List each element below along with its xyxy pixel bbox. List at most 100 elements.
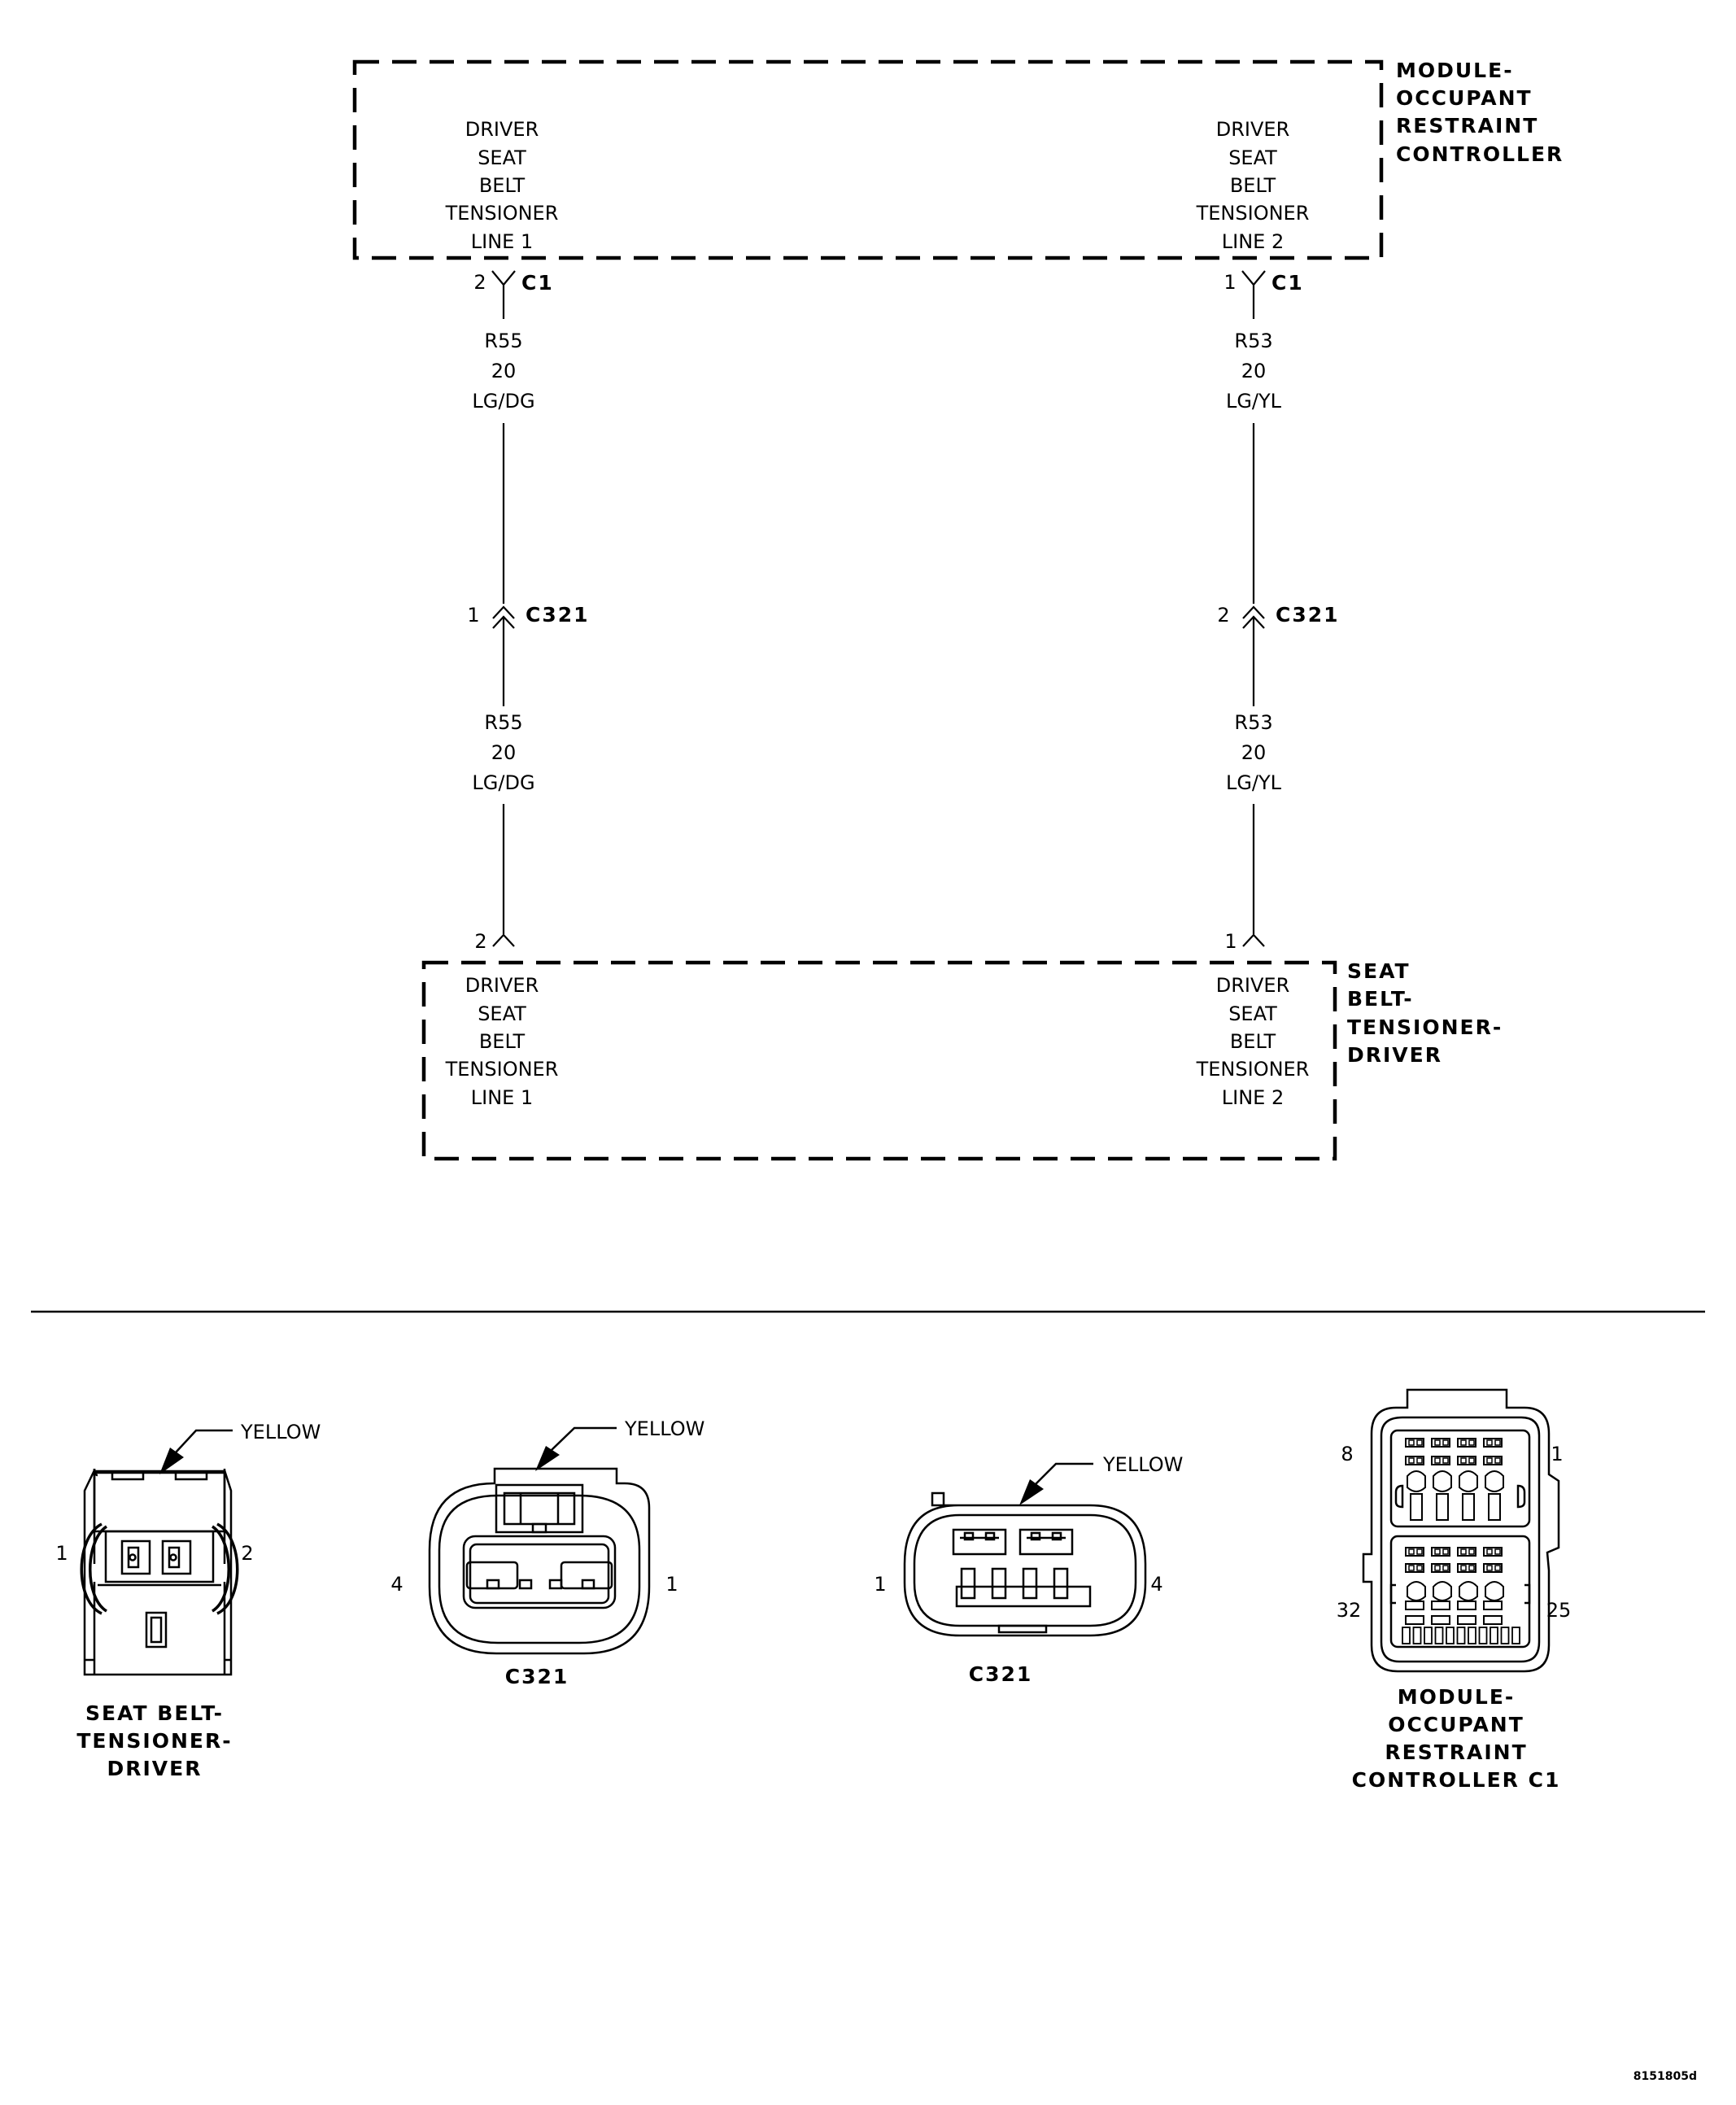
orc-c1-cavity bbox=[1408, 1457, 1415, 1464]
orc-c1-cavity bbox=[1486, 1548, 1493, 1555]
tensioner-title-line-2: BELT- bbox=[1347, 987, 1414, 1011]
tensioner-title-line-3: TENSIONER- bbox=[1347, 1015, 1503, 1039]
tensioner-title-line-1: SEAT bbox=[1347, 959, 1411, 983]
orc-c1-pin-8-label: 8 bbox=[1341, 1443, 1353, 1465]
tensioner-right-line-1: DRIVER bbox=[1216, 974, 1290, 997]
left-wire-lower-code: R55 20 LG/DG bbox=[472, 711, 534, 794]
tensioner-right-line-2: SEAT bbox=[1228, 1002, 1277, 1025]
tensioner-view-name: SEAT BELT- TENSIONER- DRIVER bbox=[76, 1701, 232, 1780]
orc-right-circuit-label: DRIVER SEAT BELT TENSIONER LINE 2 bbox=[1196, 118, 1310, 253]
orc-c1-cavity bbox=[1494, 1457, 1501, 1464]
orc-module-outline bbox=[352, 59, 1384, 260]
c321-a-connector-face-icon bbox=[428, 1467, 651, 1655]
c321-b-name: C321 bbox=[969, 1662, 1033, 1686]
left-lower-gauge: 20 bbox=[491, 741, 517, 764]
orc-left-line-1: DRIVER bbox=[465, 118, 539, 141]
tensioner-right-line-4: TENSIONER bbox=[1196, 1058, 1310, 1081]
orc-c1-cavity bbox=[1416, 1457, 1423, 1464]
orc-c1-cavity bbox=[1460, 1439, 1467, 1446]
orc-c1-cavity bbox=[1431, 1547, 1450, 1557]
orc-c1-cavity bbox=[1483, 1456, 1503, 1465]
orc-c1-cavity bbox=[1431, 1563, 1450, 1573]
orc-c1-cavity bbox=[1457, 1615, 1476, 1625]
c321-pin1-inline-connector-symbol bbox=[492, 605, 515, 635]
orc-c1-cavity bbox=[1460, 1548, 1467, 1555]
orc-c1-cavity bbox=[1442, 1565, 1449, 1571]
orc-c1-cavity bbox=[1494, 1565, 1501, 1571]
orc-c1-cavity bbox=[1434, 1565, 1441, 1571]
left-lower-circuit-id: R55 bbox=[484, 711, 522, 734]
tensioner-color-indicator-arrow bbox=[159, 1448, 184, 1474]
orc-right-line-1: DRIVER bbox=[1216, 118, 1290, 141]
orc-c1-pin-32-label: 32 bbox=[1337, 1599, 1362, 1622]
c321-connector-label-left: C321 bbox=[526, 603, 590, 627]
tensioner-pin-2-label: 2 bbox=[474, 930, 486, 953]
orc-c1-cavity bbox=[1511, 1627, 1520, 1644]
tensioner-view-pin-1-label: 1 bbox=[55, 1542, 68, 1565]
orc-left-line-5: LINE 1 bbox=[471, 230, 533, 253]
left-wire-upper-code: R55 20 LG/DG bbox=[472, 330, 534, 413]
orc-title-line-1: MODULE- bbox=[1396, 59, 1514, 82]
orc-c1-cavity bbox=[1405, 1615, 1424, 1625]
orc-c1-cavity bbox=[1457, 1563, 1476, 1573]
orc-c1-name-line-3: RESTRAINT bbox=[1385, 1740, 1527, 1764]
orc-c1-cavity bbox=[1456, 1627, 1466, 1644]
orc-c1-cavity bbox=[1446, 1627, 1455, 1644]
orc-c1-cavity bbox=[1457, 1547, 1476, 1557]
orc-c1-cavity bbox=[1460, 1457, 1467, 1464]
tensioner-module-title: SEAT BELT- TENSIONER- DRIVER bbox=[1347, 959, 1503, 1067]
orc-c1-cavity bbox=[1416, 1565, 1423, 1571]
right-wire-lower-code: R53 20 LG/YL bbox=[1226, 711, 1282, 794]
left-upper-color: LG/DG bbox=[472, 390, 534, 413]
orc-left-line-2: SEAT bbox=[478, 146, 526, 169]
c321-pin-2-label: 2 bbox=[1217, 604, 1229, 627]
orc-c1-cavity bbox=[1457, 1438, 1476, 1448]
orc-c1-cavity bbox=[1408, 1565, 1415, 1571]
tensioner-view-name-line-2: TENSIONER- bbox=[76, 1729, 232, 1753]
orc-c1-cavity bbox=[1410, 1493, 1423, 1521]
right-wire-upper-code: R53 20 LG/YL bbox=[1226, 330, 1282, 413]
orc-c1-pin-25-label: 25 bbox=[1546, 1599, 1572, 1622]
c321-a-name: C321 bbox=[505, 1665, 569, 1688]
orc-c1-cavity bbox=[1431, 1601, 1450, 1610]
orc-c1-cavity bbox=[1405, 1601, 1424, 1610]
c1-pin2-fork-symbol bbox=[491, 270, 516, 319]
orc-c1-cavity bbox=[1431, 1438, 1450, 1448]
tensioner-left-line-5: LINE 1 bbox=[471, 1086, 533, 1109]
c321-b-color-indicator-arrow bbox=[1019, 1479, 1044, 1505]
orc-c1-cavity bbox=[1468, 1548, 1475, 1555]
occupant-restraint-controller-module: MODULE- OCCUPANT RESTRAINT CONTROLLER DR… bbox=[352, 59, 1562, 260]
orc-c1-cavity bbox=[1500, 1627, 1510, 1644]
tensioner-pin-1-label: 1 bbox=[1224, 930, 1237, 953]
orc-c1-cavity bbox=[1405, 1563, 1424, 1573]
orc-c1-connector-face-icon bbox=[1362, 1388, 1560, 1673]
orc-title-line-2: OCCUPANT bbox=[1396, 86, 1533, 110]
tensioner-right-circuit-label: DRIVER SEAT BELT TENSIONER LINE 2 bbox=[1196, 974, 1310, 1109]
orc-c1-cavity bbox=[1485, 1470, 1504, 1492]
orc-c1-cavity bbox=[1434, 1457, 1441, 1464]
c321-b-connector-face-icon bbox=[903, 1491, 1147, 1637]
tensioner-right-line-5: LINE 2 bbox=[1222, 1086, 1284, 1109]
c321-b-pin-4-label: 4 bbox=[1150, 1573, 1162, 1596]
orc-c1-cavity bbox=[1405, 1438, 1424, 1448]
orc-c1-cavity bbox=[1468, 1439, 1475, 1446]
c321-a-color-leader-line bbox=[551, 1426, 617, 1451]
orc-c1-cavity bbox=[1459, 1470, 1478, 1492]
tensioner-left-line-4: TENSIONER bbox=[445, 1058, 559, 1081]
tensioner-view-pin-2-label: 2 bbox=[241, 1542, 253, 1565]
orc-c1-cavity bbox=[1459, 1581, 1478, 1601]
orc-c1-cavity bbox=[1434, 1439, 1441, 1446]
c321-pin-1-label: 1 bbox=[467, 604, 479, 627]
c1-connector-label-left: C1 bbox=[521, 271, 554, 295]
orc-c1-cavity bbox=[1483, 1615, 1503, 1625]
orc-c1-cavity bbox=[1485, 1581, 1504, 1601]
c321-a-pin-4-label: 4 bbox=[390, 1573, 403, 1596]
tensioner-pin2-symbol bbox=[492, 933, 515, 947]
orc-c1-cavity bbox=[1483, 1563, 1503, 1573]
orc-c1-cavity bbox=[1416, 1548, 1423, 1555]
orc-c1-cavity bbox=[1488, 1493, 1501, 1521]
tensioner-left-line-3: BELT bbox=[479, 1030, 526, 1053]
orc-c1-cavity bbox=[1431, 1456, 1450, 1465]
orc-c1-cavity bbox=[1402, 1627, 1411, 1644]
